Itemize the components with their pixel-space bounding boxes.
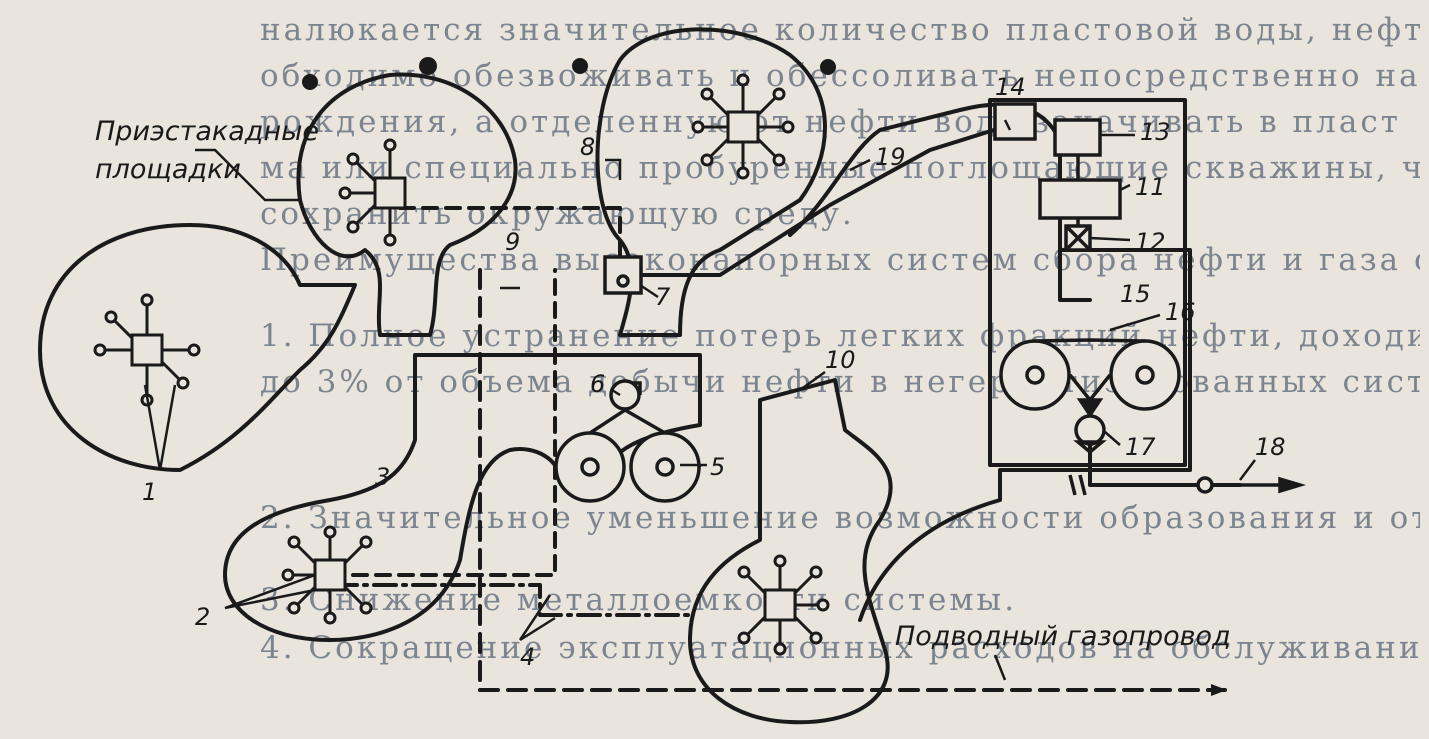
- unit-13: [1053, 118, 1102, 157]
- number-16: 16: [1165, 298, 1196, 326]
- number-14: 14: [995, 73, 1026, 101]
- platforms-label-line2: площадки: [95, 154, 241, 185]
- number-9: 9: [505, 228, 520, 256]
- shore-contour: [788, 102, 1192, 622]
- separator-5a: [554, 431, 626, 503]
- platform-node-lower-left: [281, 525, 373, 625]
- pipeline-label: Подводный газопровод: [895, 621, 1231, 652]
- flow-line-4: [333, 583, 692, 617]
- separator-16b: [1109, 339, 1181, 411]
- number-6: 6: [590, 370, 605, 398]
- number-12: 12: [1135, 228, 1166, 256]
- separator-16a: [999, 339, 1071, 411]
- unit-11: [1038, 178, 1122, 220]
- platform-node-top-right: [691, 73, 795, 180]
- number-19: 19: [875, 143, 906, 171]
- pump-17: [1074, 414, 1106, 446]
- number-2: 2: [195, 603, 210, 631]
- well-markers: [302, 57, 836, 90]
- number-18: 18: [1255, 433, 1286, 461]
- number-17: 17: [1125, 433, 1156, 461]
- separator-5b: [629, 431, 701, 503]
- number-13: 13: [1140, 118, 1171, 146]
- flow-line-10: [618, 123, 1012, 277]
- number-11: 11: [1135, 173, 1166, 201]
- flow-line-15: [1058, 203, 1092, 302]
- number-10: 10: [825, 346, 856, 374]
- number-5: 5: [710, 453, 725, 481]
- number-7: 7: [655, 283, 671, 311]
- platform-island-bottom-right: [688, 378, 893, 725]
- platform-island-left: [38, 223, 357, 472]
- number-1: 1: [142, 478, 157, 506]
- number-3: 3: [375, 463, 390, 491]
- outlet-valve-18: [1196, 476, 1214, 494]
- platform-node-upper: [338, 138, 407, 247]
- number-4: 4: [520, 643, 535, 671]
- pump-6: [609, 379, 641, 411]
- number-15: 15: [1120, 280, 1151, 308]
- platform-island-top-right: [595, 27, 827, 337]
- platform-island-upper: [296, 72, 518, 337]
- unit-14: [993, 102, 1037, 141]
- platform-node-bottom-right: [737, 554, 830, 656]
- number-8: 8: [580, 133, 595, 161]
- gas-line-main: [478, 268, 1227, 696]
- gas-line-8: [398, 206, 622, 257]
- platforms-label-line1: Приэстакадные: [95, 116, 319, 147]
- platform-node-left: [93, 293, 201, 407]
- treatment-enclosure: [988, 98, 1187, 467]
- flow-line-18: [1088, 428, 1242, 487]
- gas-line-left: [328, 268, 557, 577]
